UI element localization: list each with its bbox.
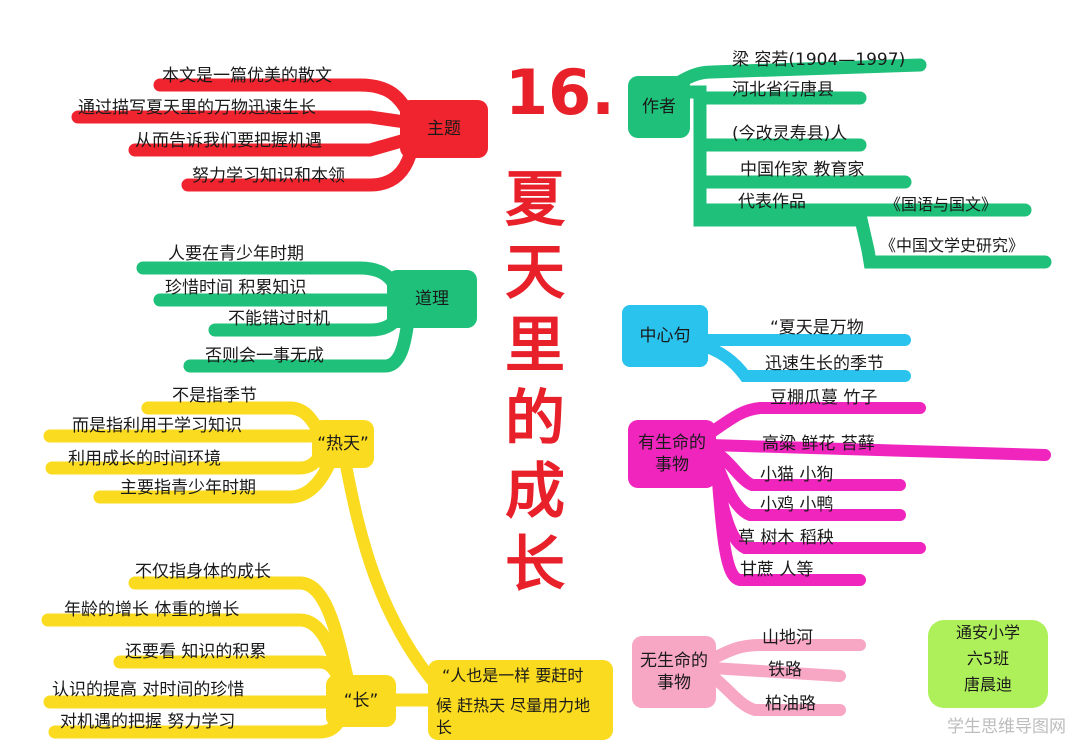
grow-item: 不仅指身体的成长 [135,562,271,582]
nonliving-item: 柏油路 [765,694,816,714]
grow-item: 对机遇的把握 努力学习 [60,712,236,732]
reason-item: 不能错过时机 [228,309,330,329]
quote-line: 候 赶热天 尽量用力地 [436,696,591,715]
title-char-2: 天 [505,238,565,308]
quote-line: “人也是一样 要赶时 [442,666,584,685]
hot-item: 不是指季节 [172,386,257,406]
living-item: 小猫 小狗 [760,465,834,485]
living-item: 草 树木 稻秧 [738,528,834,548]
living-item: 小鸡 小鸭 [760,495,834,515]
center-sentence-item: 迅速生长的季节 [765,354,884,374]
topic-item: 努力学习知识和本领 [192,166,345,186]
hot-hub: “热天” [317,434,369,454]
topic-item: 本文是一篇优美的散文 [162,66,332,86]
title-char-5: 成 [505,457,565,527]
author-hub: 作者 [642,97,676,117]
nonliving-item: 铁路 [768,660,802,680]
title-char-4: 的 [505,384,565,454]
hot-item: 主要指青少年时期 [120,478,256,498]
nonliving-things-hub: 无生命的事物 [640,651,708,693]
author-item: 河北省行唐县 [732,80,834,100]
grow-item: 年龄的增长 体重的增长 [64,600,240,620]
grow-hub: “长” [343,691,379,711]
living-item: 豆棚瓜蔓 竹子 [770,388,878,408]
author-item: 《国语与国文》 [885,195,998,214]
topic-item: 通过描写夏天里的万物迅速生长 [78,98,316,118]
reason-item: 否则会一事无成 [205,346,324,366]
nonliving-item: 山地河 [762,628,813,648]
reason-hub: 道理 [415,289,449,309]
topic-item: 从而告诉我们要把握机遇 [135,131,322,151]
class-name: 六5班 [966,649,1010,668]
school-name: 通安小学 [955,623,1020,642]
title-char-6: 长 [505,530,565,600]
hot-item: 利用成长的时间环境 [68,449,221,469]
topic-hub: 主题 [427,119,461,139]
reason-item: 人要在青少年时期 [168,244,304,264]
student-name: 唐晨迪 [963,675,1012,694]
author-item: 中国作家 教育家 [740,160,865,180]
watermark: 学生思维导图网 [947,717,1066,737]
grow-item: 还要看 知识的积累 [125,642,267,662]
author-item: 梁 容若(1904—1997) [732,50,906,70]
school-signature: 通安小学 六5班 唐晨迪 [928,620,1048,708]
reason-item: 珍惜时间 积累知识 [165,278,307,298]
title-char-3: 里 [505,311,565,381]
author-item: 《中国文学史研究》 [880,236,1025,255]
living-things-hub: 有生命的事物 [638,433,706,475]
quote-line: 长 [436,718,453,737]
lesson-number: 16. [505,56,615,129]
hot-item: 而是指利用于学习知识 [72,416,242,436]
living-item: 高粱 鲜花 苔藓 [762,434,875,454]
center-sentence-hub: 中心句 [639,326,691,346]
grow-item: 认识的提高 对时间的珍惜 [52,680,245,700]
title-char-1: 夏 [505,165,565,235]
center-sentence-item: “夏天是万物 [770,318,864,338]
author-item: 代表作品 [738,192,806,212]
living-item: 甘蔗 人等 [740,560,814,580]
author-item: (今改灵寿县)人 [732,124,848,144]
